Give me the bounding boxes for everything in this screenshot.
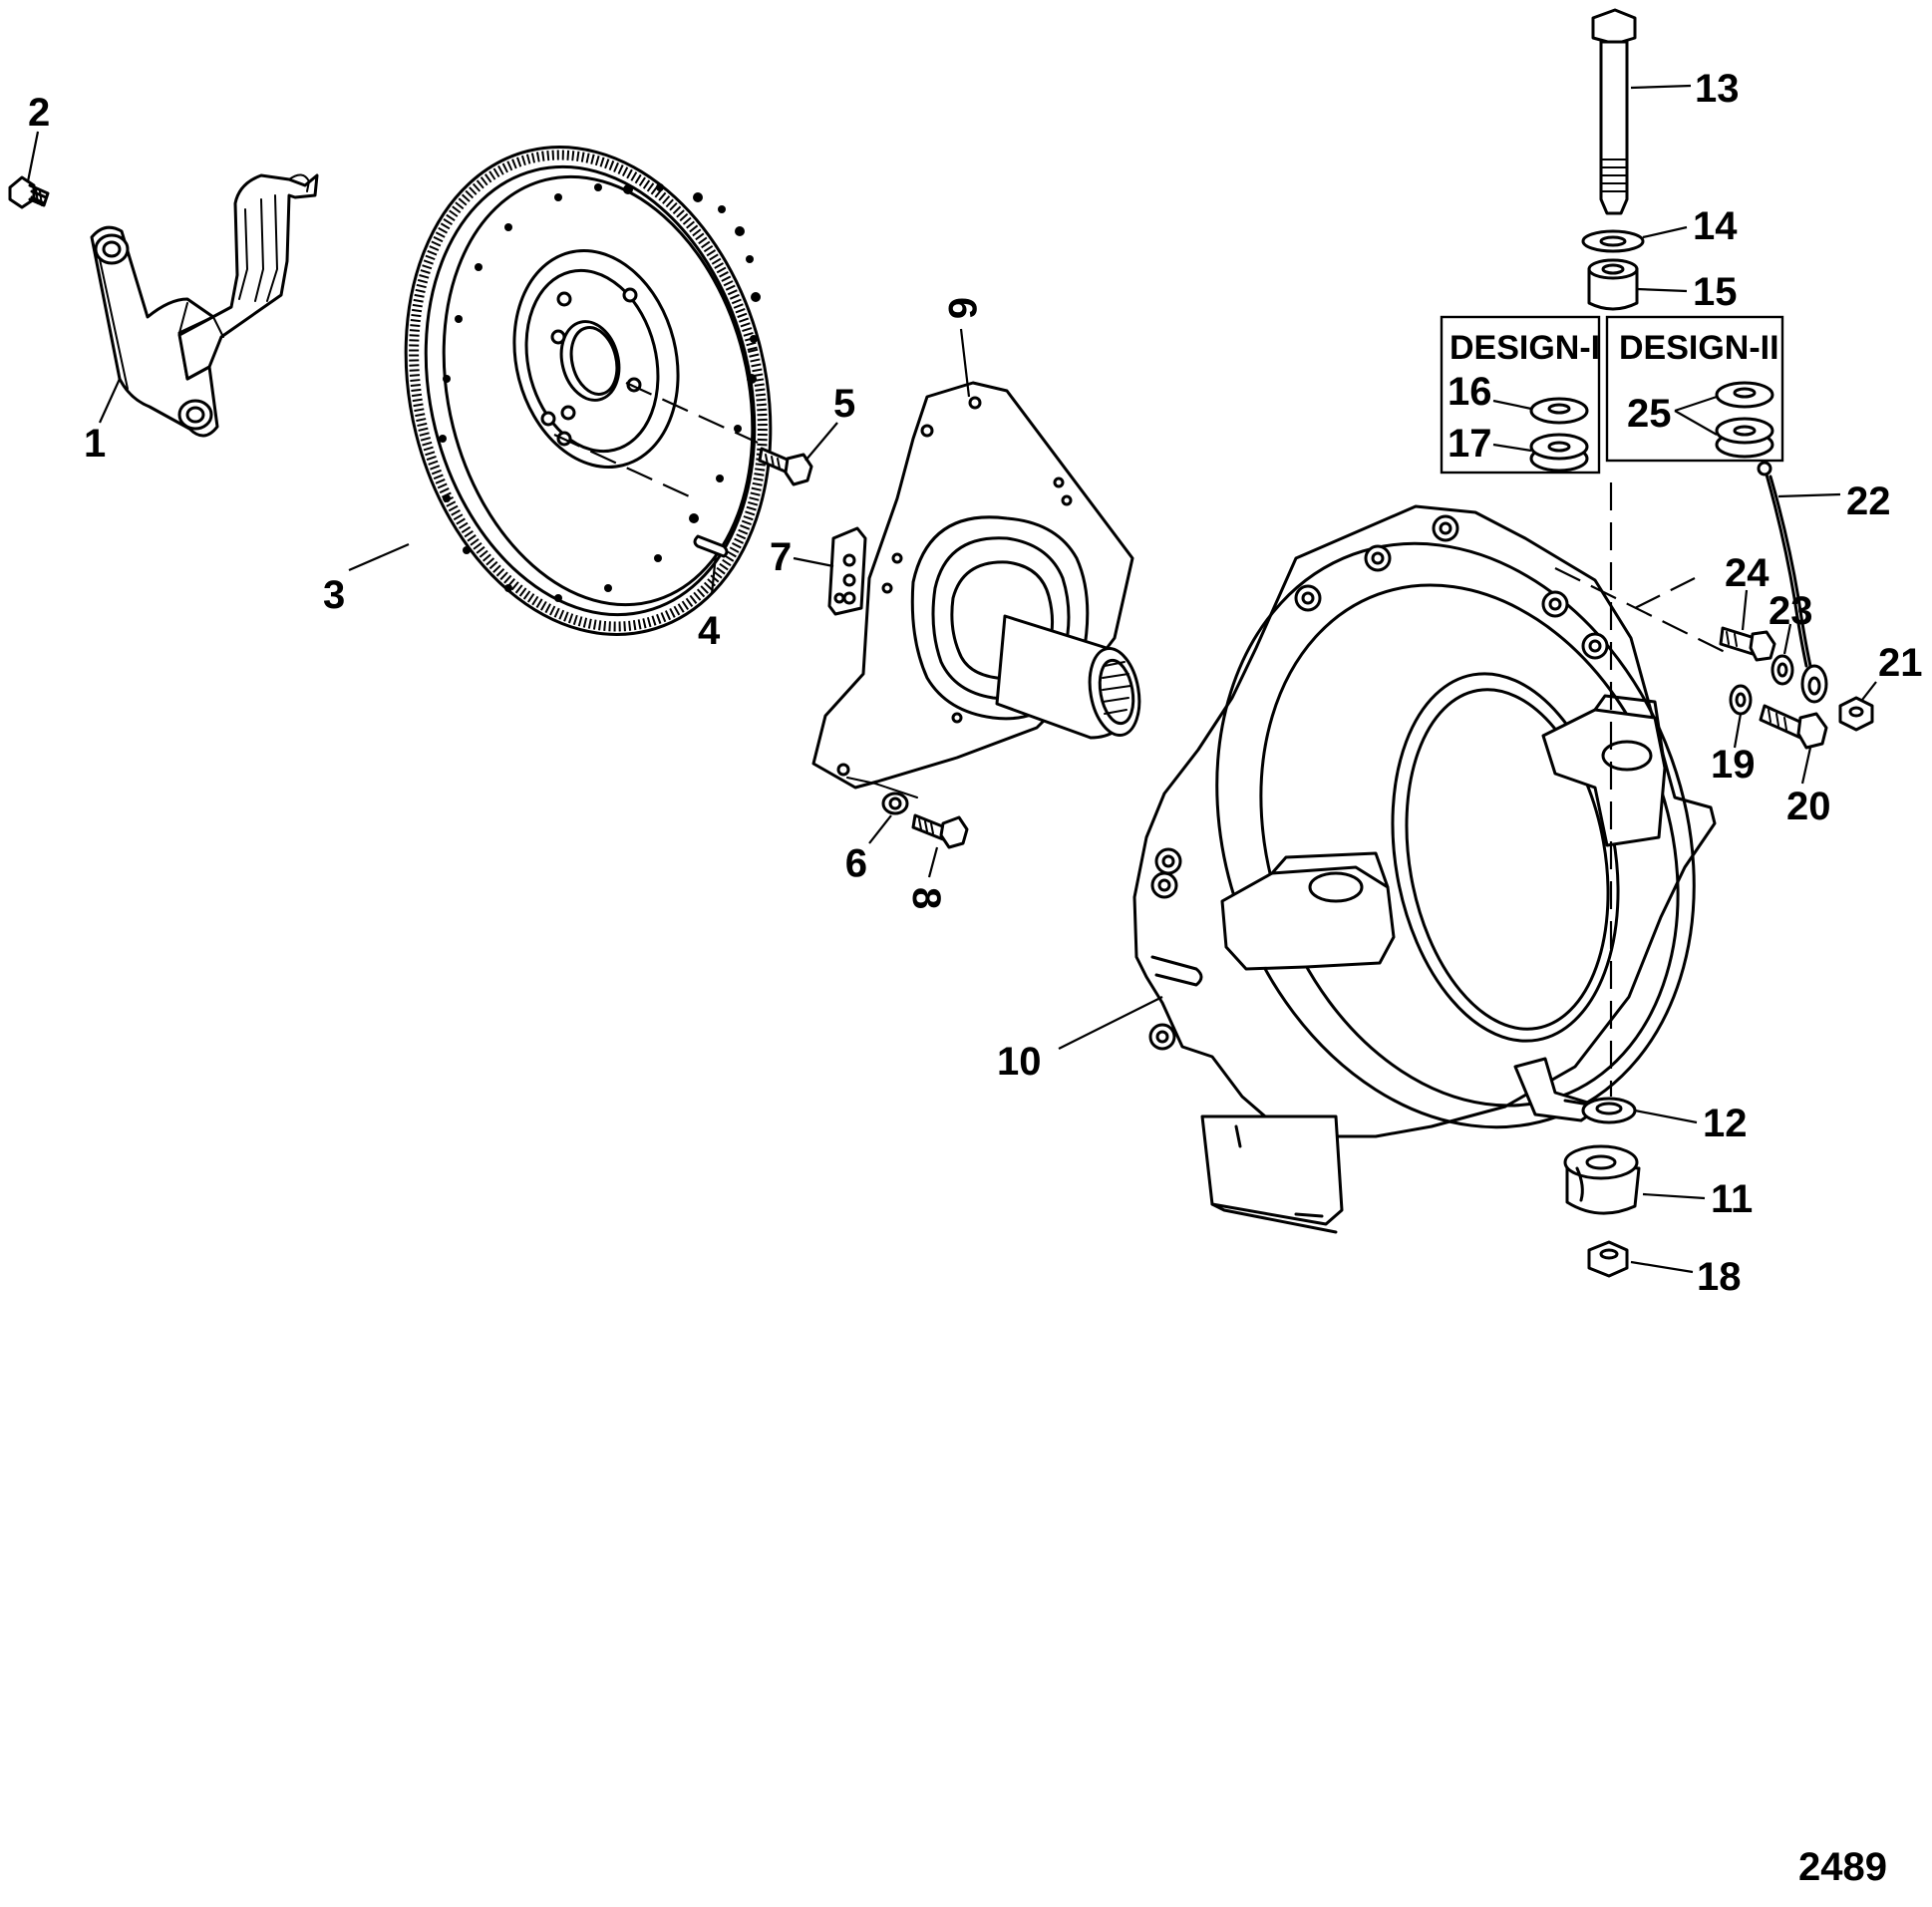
- callout-15: 15: [1693, 270, 1738, 314]
- callout-9: 9: [845, 840, 867, 884]
- part-8-bolt: [911, 813, 969, 849]
- part-11-isolator: [1563, 1144, 1641, 1215]
- callout-5: 5: [833, 382, 855, 426]
- part-7-plate: [827, 526, 867, 616]
- part-20-bolt: [1759, 704, 1828, 750]
- callout-6: 6: [940, 297, 984, 319]
- part-13-long-bolt: [1591, 8, 1637, 215]
- part-19-washer: [1729, 684, 1753, 716]
- part-17-lock-washer: [1529, 433, 1589, 473]
- callout-17: 17: [1448, 422, 1492, 466]
- alignment-lines-housing: [1554, 567, 1726, 653]
- design-2-label: DESIGN-II: [1619, 329, 1779, 367]
- part-6-coupler: [811, 381, 1141, 798]
- callout-19: 19: [1711, 743, 1756, 787]
- callout-2: 2: [28, 91, 50, 135]
- callout-11: 11: [1711, 1177, 1753, 1221]
- part-9-washer: [881, 792, 909, 815]
- part-5-bolt: [758, 447, 813, 486]
- part-14-washer: [1581, 229, 1645, 253]
- part-25-washers: [1715, 381, 1774, 459]
- part-4-dowel-pin: [693, 534, 729, 558]
- part-22-ground-wire: [1757, 461, 1828, 704]
- part-21-nut: [1838, 696, 1874, 732]
- design-box-2: DESIGN-II: [1605, 315, 1784, 463]
- callout-24: 24: [1725, 551, 1770, 595]
- callout-14: 14: [1693, 204, 1738, 248]
- part-24-stud: [1719, 626, 1776, 662]
- callout-4: 4: [698, 609, 721, 653]
- callout-25: 25: [1627, 392, 1672, 436]
- alignment-lines-flywheel: [553, 381, 759, 501]
- part-10-flywheel-housing: [1132, 504, 1717, 1234]
- part-3-flywheel: [404, 146, 773, 636]
- callout-12: 12: [1703, 1102, 1748, 1145]
- callout-3: 3: [323, 573, 345, 617]
- part-12-washer: [1581, 1097, 1637, 1124]
- part-18-nut: [1587, 1240, 1629, 1278]
- part-15-spacer: [1587, 258, 1639, 311]
- callout-10: 10: [997, 1040, 1042, 1084]
- callout-21: 21: [1878, 641, 1923, 685]
- part-1-bracket: [90, 173, 319, 438]
- callout-16: 16: [1448, 370, 1492, 414]
- callout-8: 8: [904, 887, 948, 909]
- figure-number: 2489: [1798, 1845, 1887, 1889]
- callout-7: 7: [770, 535, 792, 579]
- callout-23: 23: [1769, 589, 1813, 633]
- leader-lines: [26, 84, 1877, 1274]
- callout-labels: 2 1 3 4 5 6 7 8 9 10 11 12 13 14 15 16 1…: [28, 67, 1923, 1889]
- part-2-screw: [8, 175, 50, 209]
- callout-13: 13: [1695, 67, 1740, 111]
- callout-1: 1: [84, 422, 106, 466]
- part-23-washer: [1771, 654, 1794, 686]
- callout-22: 22: [1846, 479, 1891, 523]
- part-16-washer: [1529, 397, 1589, 425]
- design-box-1: DESIGN-I: [1440, 315, 1601, 475]
- design-1-label: DESIGN-I: [1449, 329, 1600, 367]
- callout-18: 18: [1697, 1255, 1742, 1299]
- callout-20: 20: [1786, 785, 1831, 828]
